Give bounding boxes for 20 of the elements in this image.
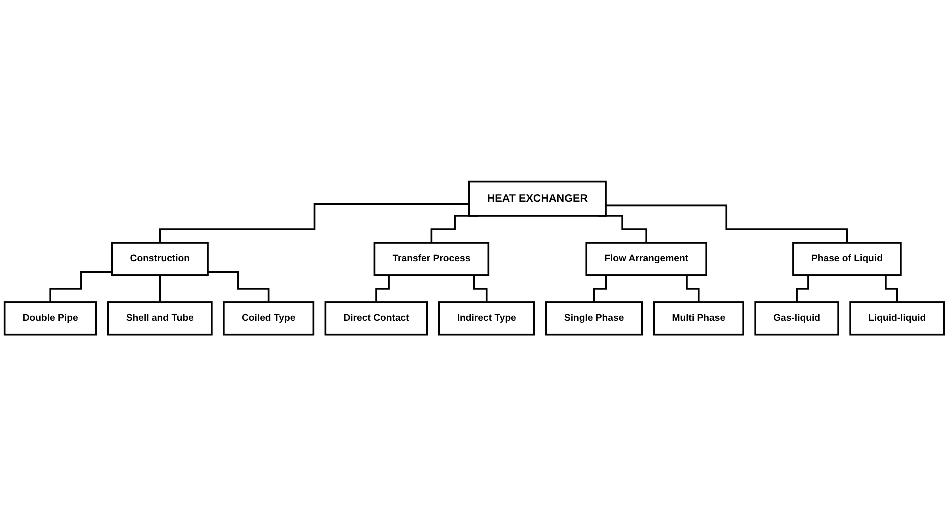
node-box [468,180,607,217]
node-box [223,301,315,336]
node-box [107,301,213,336]
node-box [850,301,946,336]
node-box [111,242,209,276]
node-box [792,242,902,276]
connector [606,204,848,244]
node-box [754,301,840,336]
connector [208,271,270,304]
node-box [586,242,708,276]
node-box [653,301,744,336]
node-box [4,301,98,336]
node-box [374,242,490,276]
node-box [324,301,428,336]
connector [159,274,162,304]
node-box [438,301,536,336]
tree-diagram: HEAT EXCHANGER Construction Transfer Process Flow Arrangement Phase of Liquid Double Pipe Shell and Tube Coiled Type Direct Contact Indirect Type Single Phase Multi Phase Gas-liquid Liquid-liquid [0,176,949,340]
connector [50,270,112,304]
connector [159,203,470,244]
node-box [546,301,644,336]
